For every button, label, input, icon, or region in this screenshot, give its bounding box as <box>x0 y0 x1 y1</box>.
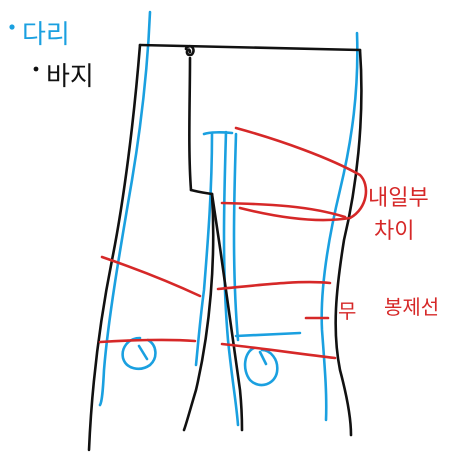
right-leg-inner-line-b <box>232 132 240 342</box>
pants-left-inseam <box>182 192 215 432</box>
pants-left-outer-seam <box>87 43 142 452</box>
crotch-seam-line <box>202 131 234 136</box>
inner-thigh-loop <box>234 126 368 222</box>
right-leg-inner-line-a <box>222 130 240 427</box>
left-knee-mark <box>137 344 149 361</box>
left-knee-circle <box>121 336 157 371</box>
annotation-labels: 내일부 차이 무 봉제선 <box>338 186 439 323</box>
inner-thigh-diff-label-2: 차이 <box>374 219 414 244</box>
leg-legend-label: 다리 <box>22 20 70 50</box>
left-leg-inner-line <box>194 132 214 367</box>
thigh-level-line <box>220 201 347 219</box>
leg-legend-dot <box>9 24 15 30</box>
left-leg-outer-line <box>98 10 152 407</box>
markup <box>98 126 368 360</box>
right-knee-line <box>220 342 337 360</box>
side-seam-label-2: 봉제선 <box>384 295 439 319</box>
right-knee-mark <box>258 350 268 366</box>
pants-right-inseam <box>210 192 244 432</box>
pants-crotch <box>189 188 214 196</box>
right-thigh-line <box>216 280 332 291</box>
inner-thigh-diff-label-1: 내일부 <box>368 186 429 211</box>
left-thigh-line <box>100 255 202 298</box>
pants-outline <box>87 43 363 452</box>
center-inseam-line <box>234 331 302 338</box>
pants-legend-dot <box>33 66 39 72</box>
legend: 다리 바지 <box>9 20 94 92</box>
pants-legend-label: 바지 <box>46 62 94 92</box>
pants-right-outer-seam <box>334 48 363 437</box>
left-knee-line <box>98 338 197 344</box>
right-leg-outer-line <box>320 31 359 422</box>
pants-waistband <box>138 43 362 52</box>
pants-fly-line <box>188 56 193 192</box>
pants-button <box>184 44 195 57</box>
leg-outline <box>98 10 359 427</box>
right-knee-circle <box>243 346 279 387</box>
side-seam-label-1: 무 <box>338 299 356 323</box>
